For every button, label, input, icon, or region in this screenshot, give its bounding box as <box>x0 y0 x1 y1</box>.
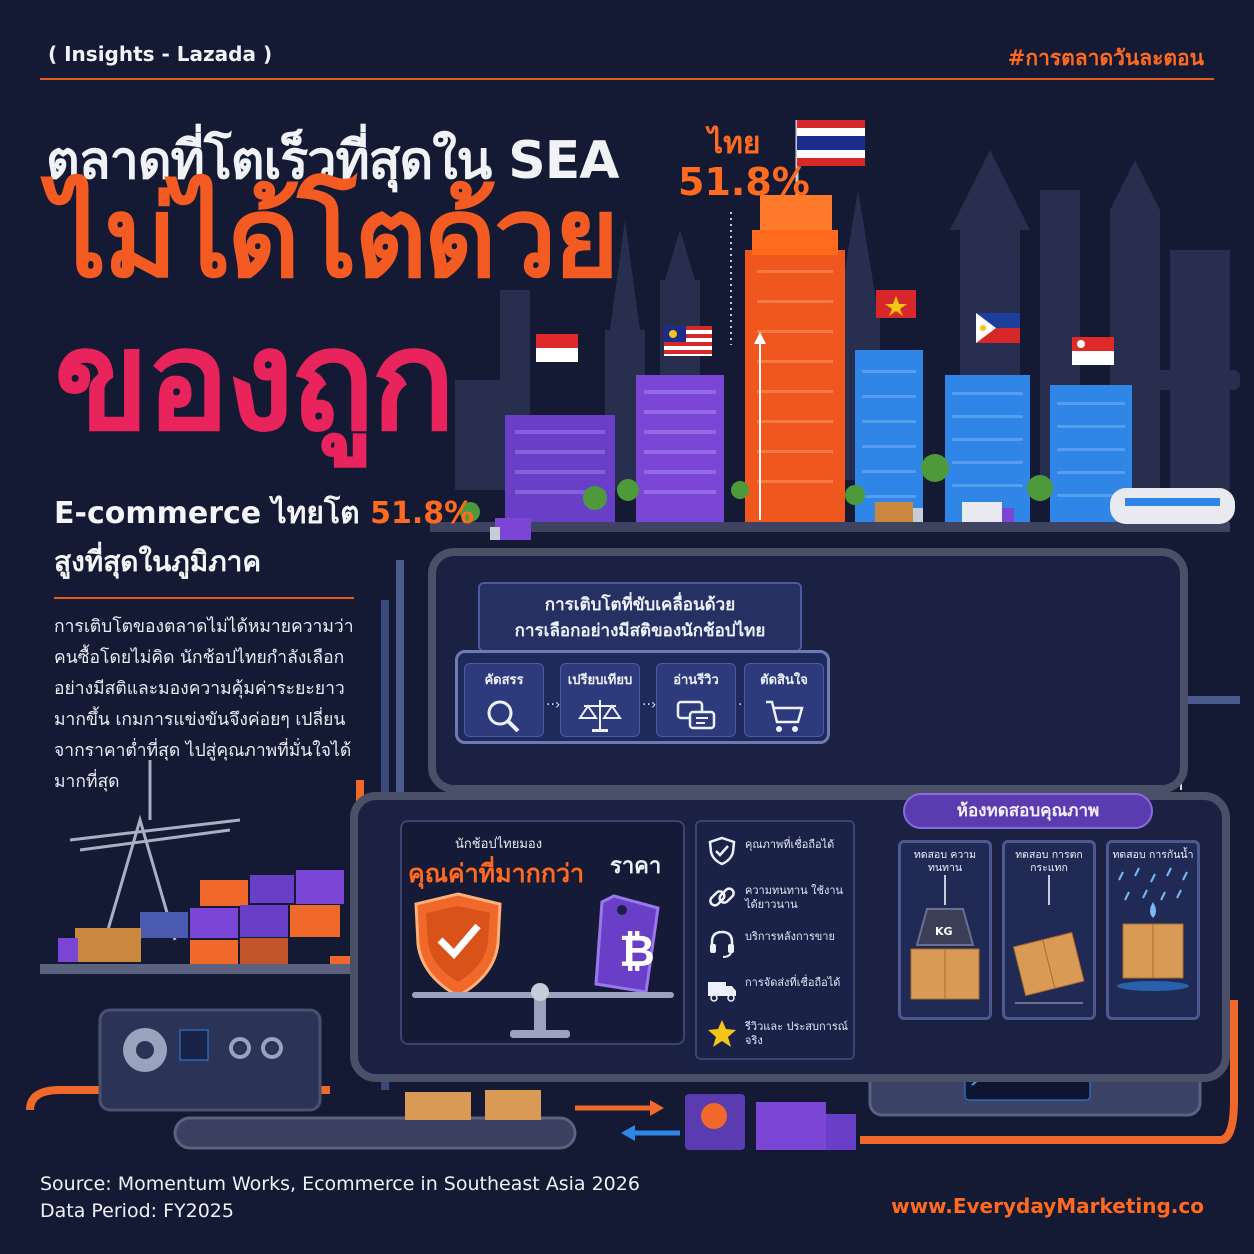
vietnam-building <box>855 350 923 525</box>
header-hashtag: #การตลาดวันละตอน <box>1007 46 1204 70</box>
cart-icon <box>766 700 804 732</box>
source-note: Source: Momentum Works, Ecommerce in Sou… <box>40 1173 640 1195</box>
lab-test-title: ทดสอบ การตกกระแทก <box>1015 849 1083 874</box>
driven-line-1: การเติบโตที่ขับเคลื่อนด้วย <box>544 595 736 615</box>
svg-text:₿: ₿ <box>619 926 655 977</box>
headline-line-3: ของถูก <box>54 300 456 463</box>
lab-test-title: ทดสอบ การกันน้ำ <box>1112 849 1194 861</box>
value-small-label: นักช้อปไทยมอง <box>455 837 543 852</box>
shield-icon <box>708 836 736 866</box>
thailand-growth-value: 51.8% <box>678 160 810 204</box>
feature-label: ความทนทาน ใช้งานได้ยาวนาน <box>745 884 844 911</box>
subheadline-line-2: สูงที่สุดในภูมิภาค <box>54 545 262 578</box>
star-icon <box>708 1020 736 1047</box>
subheadline-prefix: E-commerce ไทยโต <box>54 496 360 531</box>
price-label: ราคา <box>610 854 662 879</box>
thailand-tower <box>745 120 845 530</box>
port-crane <box>69 760 241 941</box>
step-label: อ่านรีวิว <box>673 673 719 688</box>
value-scale-illustration: ₿ <box>412 892 674 1038</box>
chat-icon <box>676 700 716 730</box>
feature-label: รีวิวและ ประสบการณ์จริง <box>745 1020 848 1047</box>
feature-label: คุณภาพที่เชื่อถือได้ <box>745 838 835 851</box>
truck-top-right <box>962 502 1014 522</box>
headline-line-1: ตลาดที่โตเร็วที่สุดใน SEA <box>46 131 620 191</box>
philippines-flag <box>976 313 1020 343</box>
lab-test-drop: ทดสอบ การตกกระแทก <box>1002 840 1096 1020</box>
arrow-dots-icon: ··› <box>546 697 561 713</box>
truck-top-left <box>490 518 531 540</box>
step-select: คัดสรร <box>464 663 544 737</box>
step-read-reviews: อ่านรีวิว <box>656 663 736 737</box>
water-box-illustration <box>1117 867 1189 991</box>
shield-check-icon <box>414 892 502 998</box>
thailand-label: ไทย <box>708 126 761 161</box>
delivery-truck <box>685 1094 856 1150</box>
step-label: ตัดสินใจ <box>760 673 808 688</box>
lab-test-title: ทดสอบ ความทนทาน <box>913 849 977 874</box>
city-skyline-illustration <box>430 120 1240 540</box>
feature-label: การจัดส่งที่เชื่อถือได้ <box>745 976 841 989</box>
magnifier-icon <box>487 700 520 733</box>
weight-box-illustration: KG <box>910 875 980 1000</box>
step-decide: ตัดสินใจ <box>744 663 824 737</box>
gear-icon <box>123 1028 167 1072</box>
subheadline-divider <box>54 597 354 599</box>
malaysia-flag <box>664 326 712 356</box>
step-compare: เปรียบเทียบ <box>560 663 640 737</box>
feature-label: บริการหลังการขาย <box>745 930 835 943</box>
header-tag-left: ( Insights - Lazada ) <box>48 42 273 66</box>
indonesia-flag <box>536 334 578 362</box>
thailand-flag <box>797 120 865 166</box>
malaysia-building <box>636 375 724 525</box>
philippines-building <box>945 375 1030 525</box>
truck-icon <box>708 982 736 1002</box>
truck-top-mid <box>875 502 923 522</box>
lab-test-durability: ทดสอบ ความทนทาน KG <box>898 840 992 1020</box>
link-icon <box>709 887 735 907</box>
train <box>1110 488 1235 524</box>
driven-by-banner: การเติบโตที่ขับเคลื่อนด้วย การเลือกอย่าง… <box>478 582 802 652</box>
header-divider <box>40 78 1214 80</box>
driven-line-2: การเลือกอย่างมีสติของนักช้อปไทย <box>514 621 766 641</box>
body-paragraph: การเติบโตของตลาดไม่ได้หมายความว่าคนซื้อโ… <box>54 617 354 792</box>
step-label: เปรียบเทียบ <box>567 673 633 688</box>
data-period-note: Data Period: FY2025 <box>40 1200 234 1222</box>
singapore-building <box>1050 385 1132 525</box>
quality-lab-title: ห้องทดสอบคุณภาพ <box>903 793 1153 829</box>
scales-icon <box>578 700 622 732</box>
drop-box-illustration <box>1012 875 1085 1004</box>
vietnam-flag <box>876 290 916 318</box>
singapore-flag <box>1072 337 1114 365</box>
step-label: คัดสรร <box>484 673 524 688</box>
shopper-steps: คัดสรร ··› เปรียบเทียบ ··› อ่านรีวิว ··›… <box>455 650 830 744</box>
boxes-conveyor <box>405 1090 541 1120</box>
headline-line-2: ไม่ได้โตด้วย <box>50 173 619 303</box>
truck-left <box>58 928 141 962</box>
arrow-dots-icon: ··› <box>642 697 657 713</box>
website-link[interactable]: www.EverydayMarketing.co <box>891 1194 1204 1218</box>
price-tag-icon: ₿ <box>594 894 660 994</box>
subheadline-value: 51.8% <box>370 496 475 531</box>
lab-test-waterproof: ทดสอบ การกันน้ำ <box>1106 840 1200 1020</box>
subheadline-line-1: E-commerce ไทยโต 51.8% <box>54 490 474 537</box>
value-features-list: คุณภาพที่เชื่อถือได้ ความทนทาน ใช้งานได้… <box>695 820 855 1060</box>
value-big-label: คุณค่าที่มากกว่า <box>408 859 585 888</box>
headset-icon <box>710 930 734 958</box>
weight-label: KG <box>935 925 953 938</box>
